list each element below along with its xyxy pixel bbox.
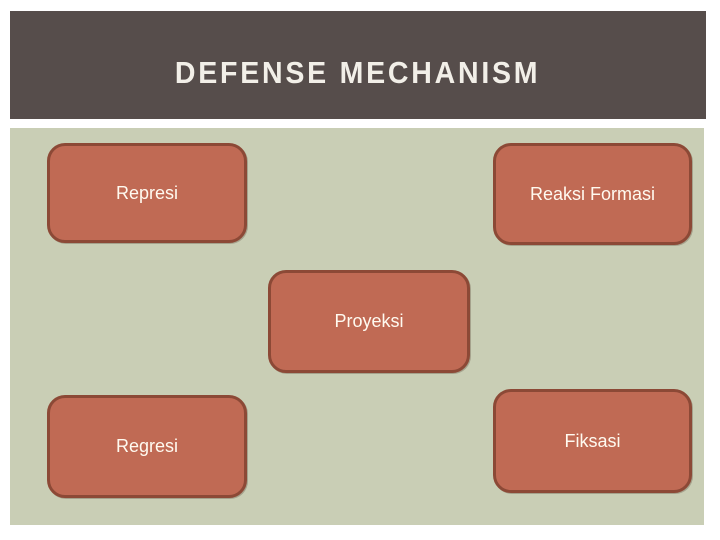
box-fiksasi: Fiksasi (493, 389, 692, 493)
slide-title-bar: DEFENSE MECHANISM (10, 11, 706, 119)
box-represi-label: Represi (115, 182, 179, 203)
slide-title: DEFENSE MECHANISM (175, 55, 541, 90)
box-represi: Represi (47, 143, 247, 243)
slide-body: Represi Reaksi Formasi Proyeksi Regresi … (10, 128, 704, 525)
box-regresi-label: Regresi (115, 436, 179, 456)
box-regresi: Regresi (47, 395, 247, 498)
box-proyeksi-label: Proyeksi (334, 311, 404, 331)
box-reaksi-formasi-label: Reaksi Formasi (529, 183, 656, 204)
box-reaksi-formasi: Reaksi Formasi (493, 143, 692, 245)
box-fiksasi-label: Fiksasi (564, 430, 621, 451)
box-proyeksi: Proyeksi (268, 270, 470, 373)
